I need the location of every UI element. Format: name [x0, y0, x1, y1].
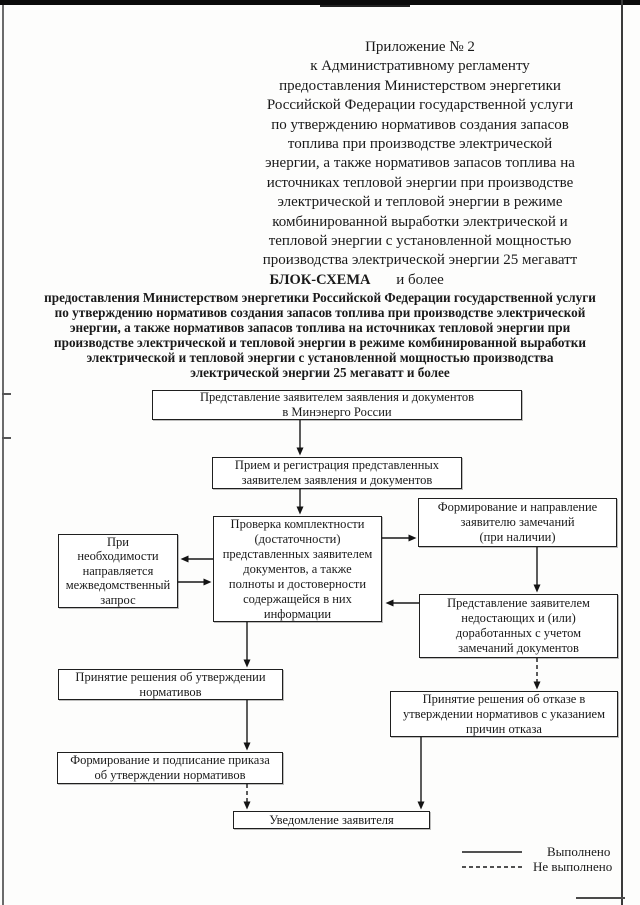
- flow-box-resubmit-documents: Представление заявителем недостающих и (…: [419, 594, 618, 658]
- scan-tick-mark: [2, 437, 11, 439]
- flow-box-completeness-check: Проверка комплектности (достаточности) п…: [213, 516, 382, 622]
- scan-edge-top-notch: [320, 5, 410, 7]
- flow-box-interagency-request: При необходимости направляется межведомс…: [58, 534, 178, 608]
- flow-box-send-remarks: Формирование и направление заявителю зам…: [418, 498, 617, 547]
- flow-box-submit-application: Представление заявителем заявления и док…: [152, 390, 522, 420]
- scan-edge-right: [621, 0, 623, 905]
- flow-box-notify-applicant: Уведомление заявителя: [233, 811, 430, 829]
- scan-tick-mark: [2, 393, 11, 395]
- flow-box-intake-registration: Прием и регистрация представленных заяви…: [212, 457, 462, 489]
- scan-edge-bottom: [576, 897, 625, 900]
- appendix-header: Приложение № 2 к Административному регла…: [262, 39, 578, 288]
- flow-box-refusal-decision: Принятие решения об отказе в утверждении…: [390, 691, 618, 737]
- legend-label-not-done: Не выполнено: [533, 859, 613, 874]
- flow-box-approval-decision: Принятие решения об утверждении норматив…: [58, 669, 283, 700]
- scan-edge-left: [2, 5, 4, 905]
- legend-label-done: Выполнено: [547, 844, 611, 859]
- schema-heading: БЛОК-СХЕМА: [269, 272, 371, 288]
- schema-subtitle: предоставления Министерством энергетики …: [44, 290, 596, 380]
- flow-box-sign-order: Формирование и подписание приказа об утв…: [57, 752, 283, 784]
- scan-edge-top: [0, 0, 640, 5]
